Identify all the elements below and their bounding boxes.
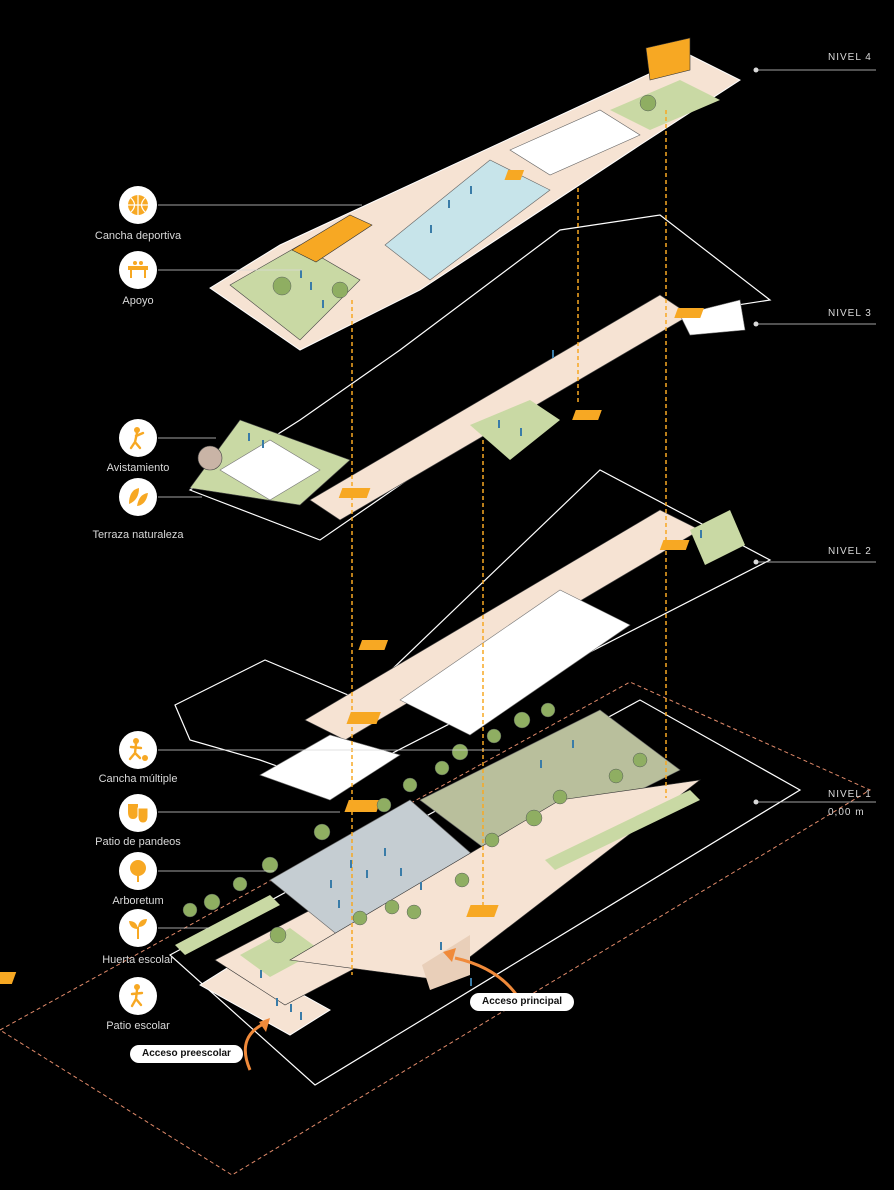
site-boundary bbox=[0, 681, 872, 1176]
level-1-elevation: 0,00 m bbox=[828, 807, 865, 818]
main-access-label: Acceso principal bbox=[470, 993, 575, 1011]
level-2-plan bbox=[174, 469, 772, 801]
spectator-icon bbox=[119, 419, 157, 457]
level-4-plan bbox=[209, 37, 742, 351]
legend-label-patio-escolar: Patio escolar bbox=[106, 1020, 170, 1032]
legend-label-apoyo: Apoyo bbox=[122, 295, 154, 307]
legend-label-avistamiento: Avistamiento bbox=[106, 462, 170, 474]
trees bbox=[182, 94, 657, 944]
leaves-icon bbox=[119, 478, 157, 516]
legend-label-patio-de-pandeos: Patio de pandeos bbox=[95, 836, 181, 848]
child-playing-icon bbox=[119, 977, 157, 1015]
legend-label-terraza-naturaleza: Terraza naturaleza bbox=[92, 529, 184, 541]
level-1-plan bbox=[0, 699, 802, 1086]
leader-lines bbox=[158, 69, 876, 929]
people bbox=[248, 186, 702, 1020]
legend-label-arboretum: Arboretum bbox=[112, 895, 164, 907]
level-label-2: NIVEL 2 bbox=[828, 546, 872, 557]
tree-icon bbox=[119, 852, 157, 890]
sprout-icon bbox=[119, 909, 157, 947]
preschool-access-label: Acceso preescolar bbox=[130, 1045, 243, 1063]
theater-masks-icon bbox=[119, 794, 157, 832]
level-label-4: NIVEL 4 bbox=[828, 52, 872, 63]
level-3-plan bbox=[188, 214, 772, 541]
bench-icon bbox=[119, 251, 157, 289]
legend-label-cancha-multiple: Cancha múltiple bbox=[98, 773, 178, 785]
level-label-3: NIVEL 3 bbox=[828, 308, 872, 319]
level-markers bbox=[753, 67, 759, 805]
legend-label-huerta-escolar: Huerta escolar bbox=[102, 954, 174, 966]
basketball-icon bbox=[119, 186, 157, 224]
soccer-player-icon bbox=[119, 731, 157, 769]
legend-label-cancha-deportiva: Cancha deportiva bbox=[94, 230, 182, 242]
level-label-1: NIVEL 1 bbox=[828, 789, 872, 800]
